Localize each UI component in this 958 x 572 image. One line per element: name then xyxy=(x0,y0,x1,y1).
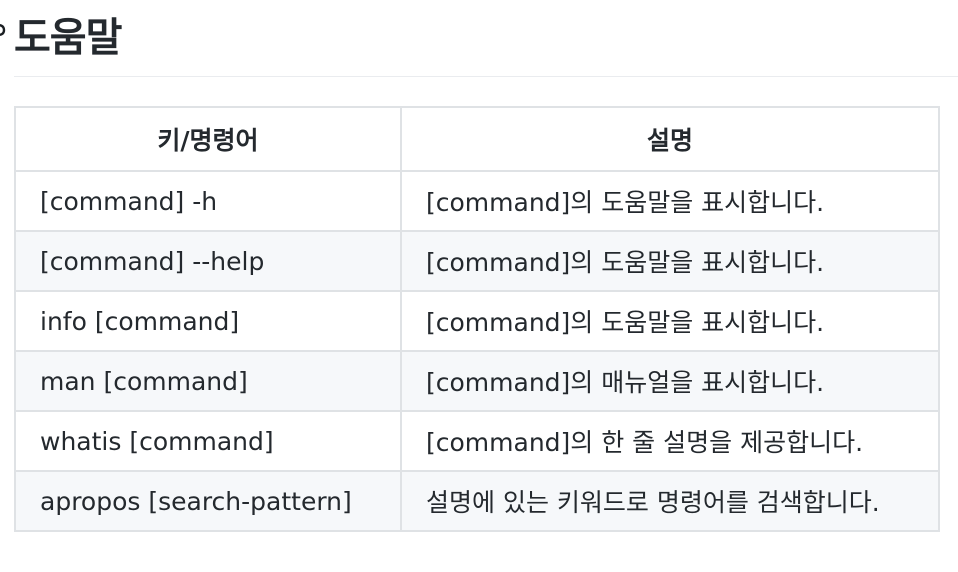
row-key-cell: whatis [command] xyxy=(14,410,402,472)
page-title: 도움말 xyxy=(14,15,122,61)
row-description-cell: [command]의 도움말을 표시합니다. xyxy=(400,230,940,292)
row-description-cell: [command]의 도움말을 표시합니다. xyxy=(400,170,940,232)
column-header-key: 키/명령어 xyxy=(14,106,402,172)
table-row: [command] -h [command]의 도움말을 표시합니다. xyxy=(14,170,940,232)
table-row: whatis [command] [command]의 한 줄 설명을 제공합니… xyxy=(14,410,940,472)
row-key-cell: man [command] xyxy=(14,350,402,412)
table-row: [command] --help [command]의 도움말을 표시합니다. xyxy=(14,230,940,292)
row-description-cell: 설명에 있는 키워드로 명령어를 검색합니다. xyxy=(400,470,940,532)
column-header-description: 설명 xyxy=(400,106,940,172)
row-key-cell: [command] --help xyxy=(14,230,402,292)
row-description-cell: [command]의 도움말을 표시합니다. xyxy=(400,290,940,352)
heading-divider xyxy=(14,76,958,77)
table-header-row: 키/명령어 설명 xyxy=(14,106,940,172)
table-row: man [command] [command]의 매뉴얼을 표시합니다. xyxy=(14,350,940,412)
row-key-cell: apropos [search-pattern] xyxy=(14,470,402,532)
row-key-cell: [command] -h xyxy=(14,170,402,232)
row-description-cell: [command]의 매뉴얼을 표시합니다. xyxy=(400,350,940,412)
link-icon[interactable] xyxy=(0,22,8,40)
table-row: info [command] [command]의 도움말을 표시합니다. xyxy=(14,290,940,352)
help-table: 키/명령어 설명 [command] -h [command]의 도움말을 표시… xyxy=(14,106,940,532)
table-row: apropos [search-pattern] 설명에 있는 키워드로 명령어… xyxy=(14,470,940,532)
row-description-cell: [command]의 한 줄 설명을 제공합니다. xyxy=(400,410,940,472)
row-key-cell: info [command] xyxy=(14,290,402,352)
